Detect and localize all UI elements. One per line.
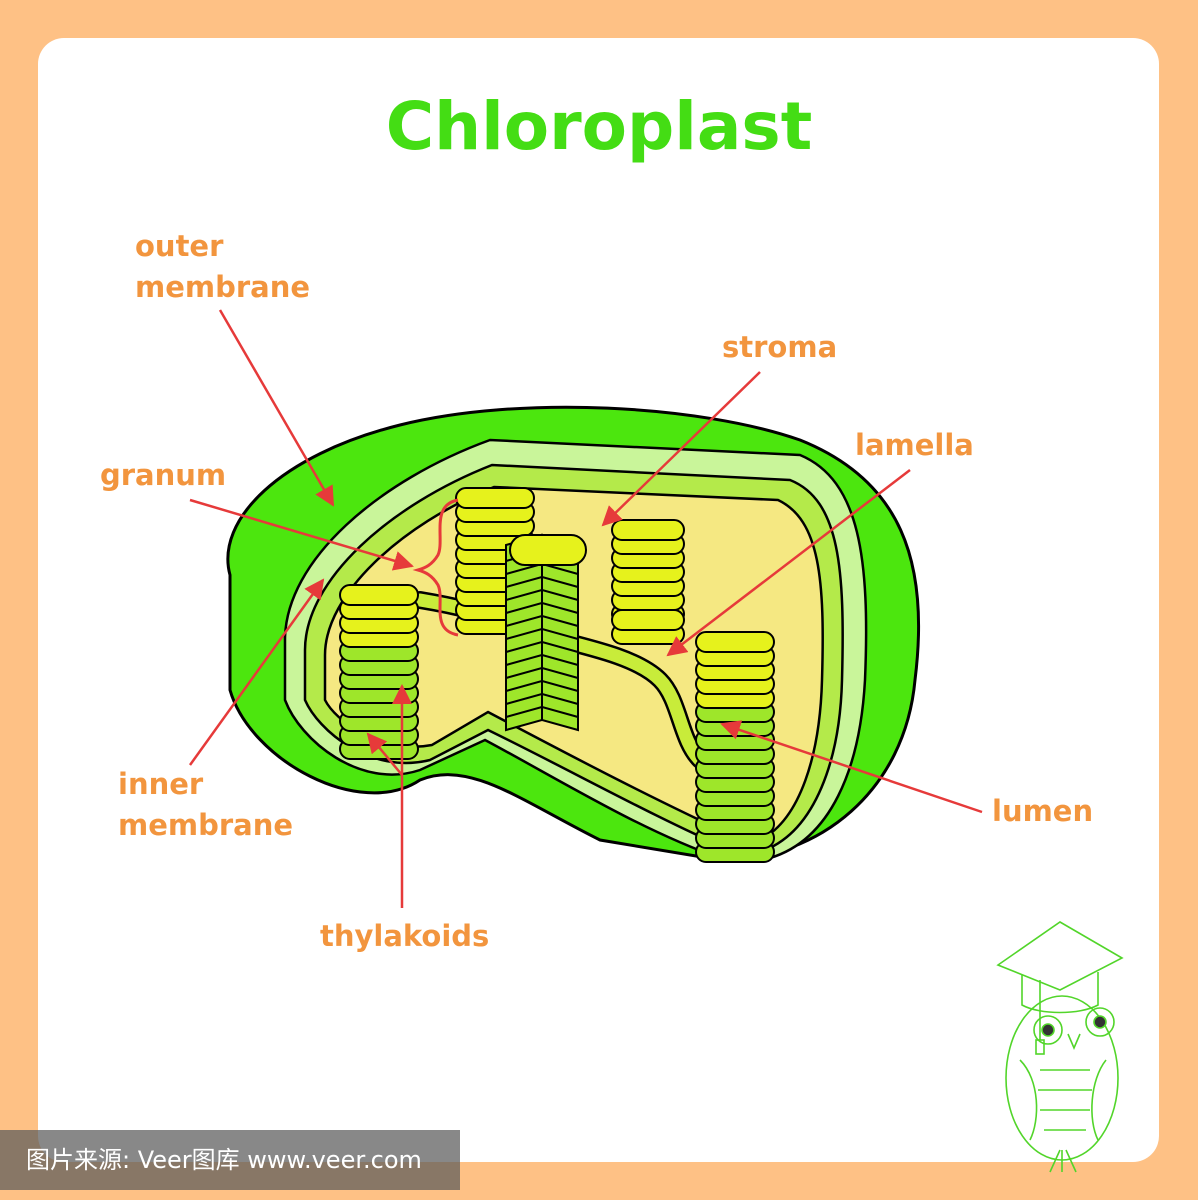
label-lumen: lumen xyxy=(992,794,1094,828)
label-outer-membrane: outer membrane xyxy=(135,229,311,304)
pointer-outer-membrane xyxy=(218,309,335,507)
owl-icon xyxy=(996,921,1124,1173)
page-title: Chloroplast xyxy=(385,88,813,165)
label-stroma: stroma xyxy=(722,330,838,364)
pointer-lamella xyxy=(666,469,911,657)
pointer-lumen xyxy=(720,720,983,814)
thylakoid-disk xyxy=(509,534,587,566)
label-lamella: lamella xyxy=(855,428,974,462)
thylakoid-disk xyxy=(455,487,535,509)
thylakoid-disk xyxy=(695,631,775,653)
thylakoid-disk xyxy=(339,584,419,606)
granum-stacks xyxy=(339,487,775,863)
label-granum: granum xyxy=(100,458,227,492)
pointer-stroma xyxy=(601,371,761,527)
granum-brace xyxy=(412,498,459,637)
pointer-lines xyxy=(188,309,983,908)
watermark-bar: 图片来源: Veer图库 www.veer.com xyxy=(0,1130,460,1190)
pointer-granum xyxy=(189,498,414,571)
thylakoid-disk xyxy=(611,609,685,631)
pointer-thylakoids-b xyxy=(366,732,403,776)
label-inner-membrane: inner membrane xyxy=(118,767,294,842)
label-thylakoids: thylakoids xyxy=(320,919,490,953)
pointer-inner-membrane xyxy=(188,578,325,766)
thylakoid-disk xyxy=(611,519,685,541)
